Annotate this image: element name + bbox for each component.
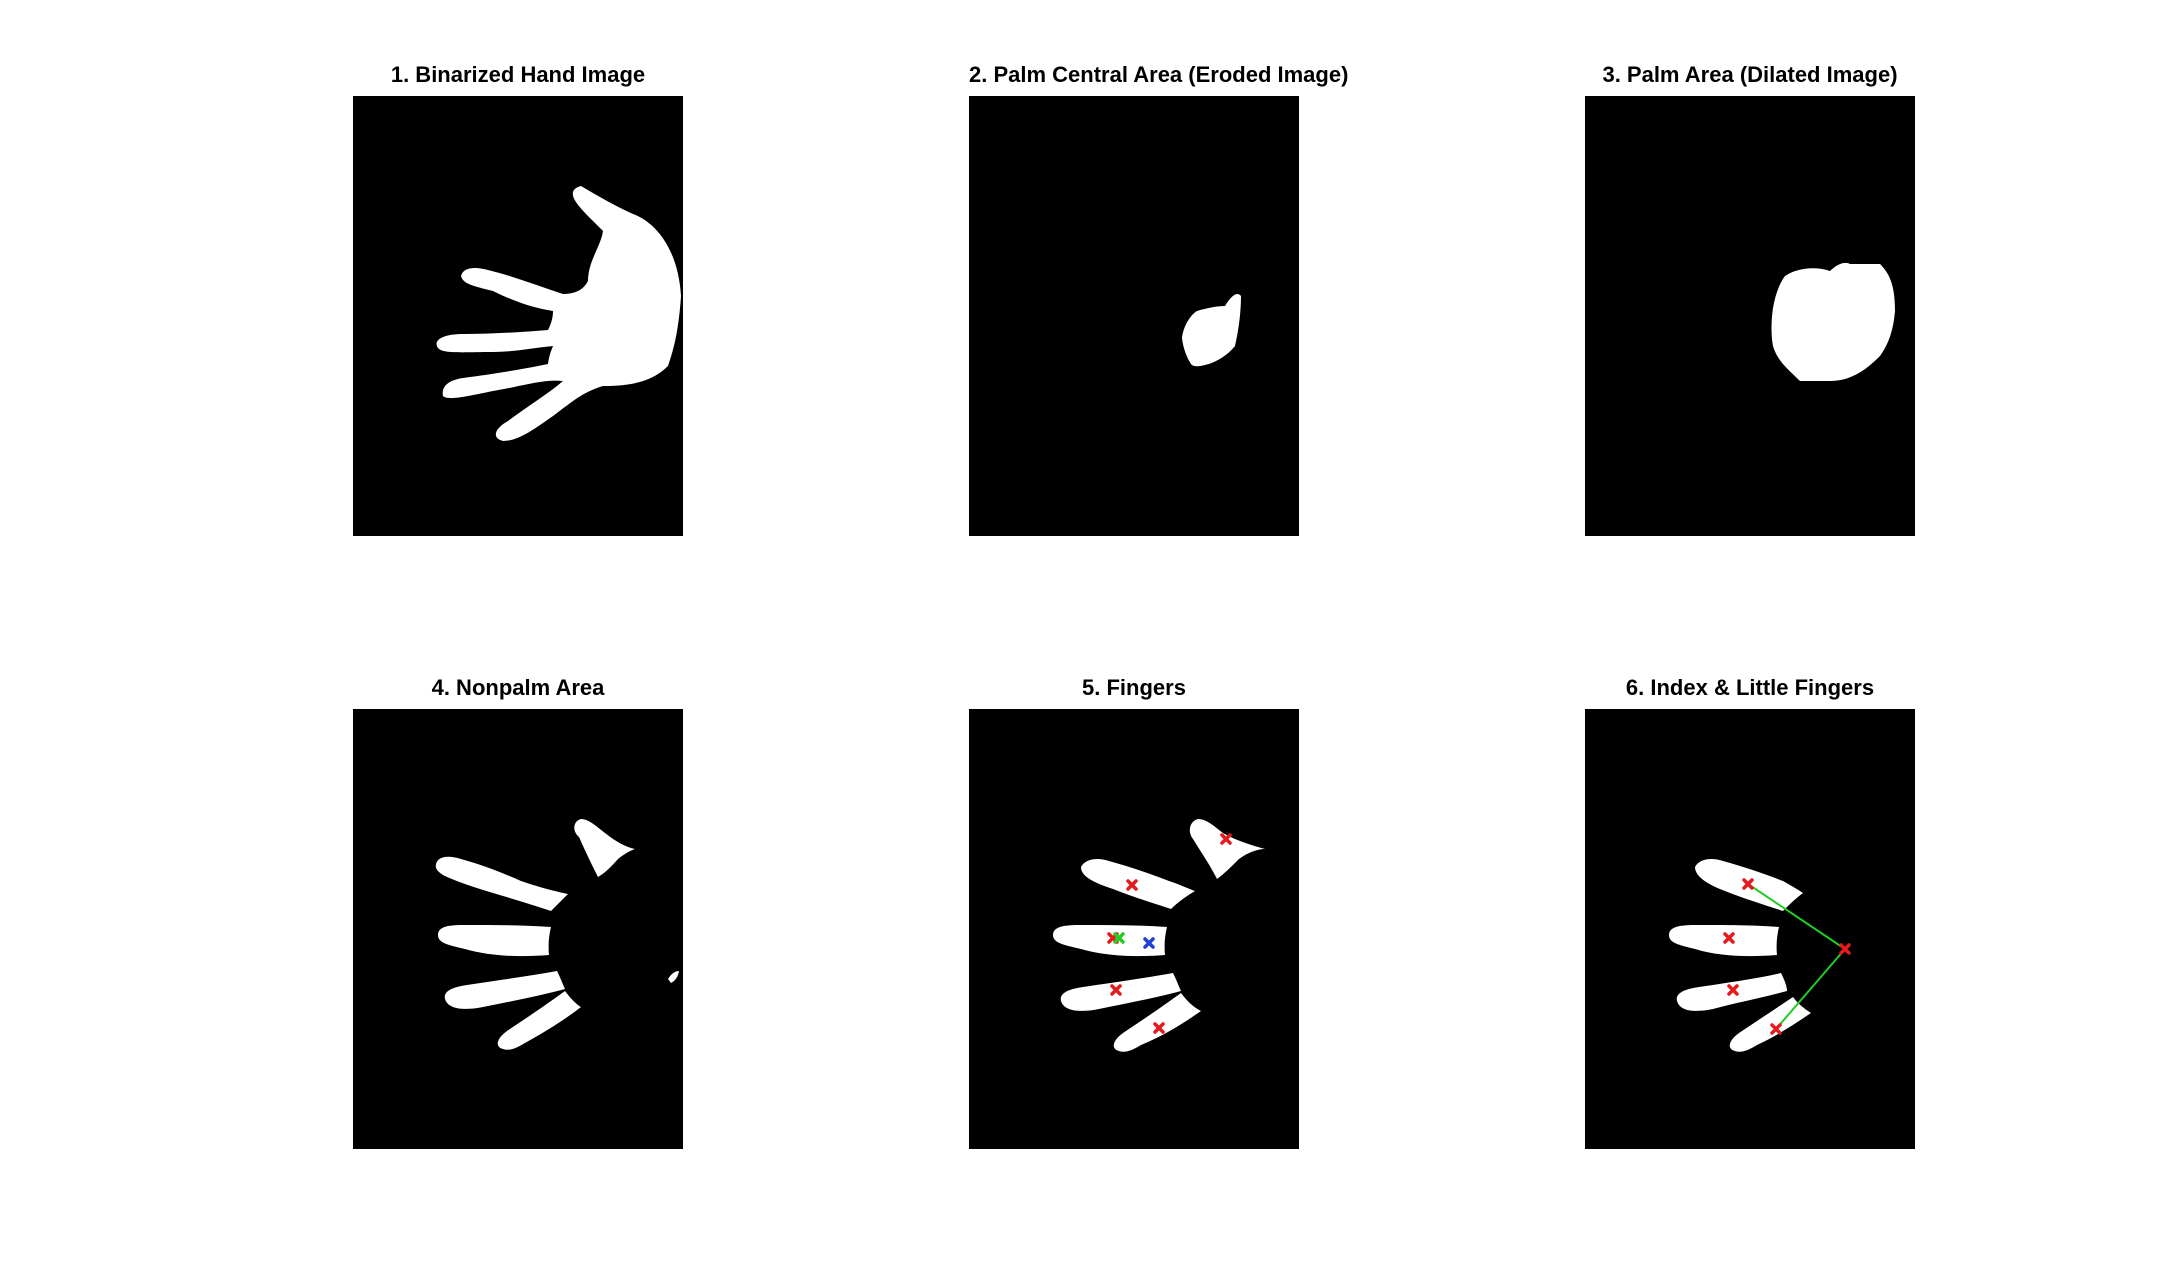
panel-title: 3. Palm Area (Dilated Image) <box>1602 62 1898 87</box>
nonpalm-image <box>353 709 683 1149</box>
finger-marker <box>1723 932 1735 944</box>
panel-fingers: 5. Fingers <box>969 675 1299 1149</box>
finger-marker <box>1153 1022 1165 1034</box>
finger-marker <box>1110 984 1122 996</box>
finger-marker <box>1126 879 1138 891</box>
panel-title: 5. Fingers <box>1082 675 1186 700</box>
panel-title: 4. Nonpalm Area <box>431 675 605 700</box>
little-finger-marker <box>1770 1023 1782 1035</box>
panel-title: 1. Binarized Hand Image <box>390 62 646 87</box>
finger-marker <box>1727 984 1739 996</box>
reference-marker <box>1143 937 1155 949</box>
midpoint-marker <box>1113 932 1125 944</box>
fingers-image <box>969 709 1299 1149</box>
panel-binarized-hand: 1. Binarized Hand Image <box>353 62 683 536</box>
index-little-image <box>1585 709 1915 1149</box>
panel-title: 2. Palm Central Area (Eroded Image) <box>969 62 1349 87</box>
reference-point-marker <box>1839 943 1851 955</box>
panel-title: 6. Index & Little Fingers <box>1625 675 1875 700</box>
eroded-palm-image <box>969 96 1299 536</box>
binarized-hand-image <box>353 96 683 536</box>
panel-index-little: 6. Index & Little Fingers <box>1585 675 1915 1149</box>
index-finger-marker <box>1742 878 1754 890</box>
finger-marker <box>1220 833 1232 845</box>
dilated-palm-image <box>1585 96 1915 536</box>
panel-palm-area: 3. Palm Area (Dilated Image) <box>1585 62 1915 536</box>
panel-nonpalm-area: 4. Nonpalm Area <box>353 675 683 1149</box>
panel-palm-central: 2. Palm Central Area (Eroded Image) <box>969 62 1349 536</box>
